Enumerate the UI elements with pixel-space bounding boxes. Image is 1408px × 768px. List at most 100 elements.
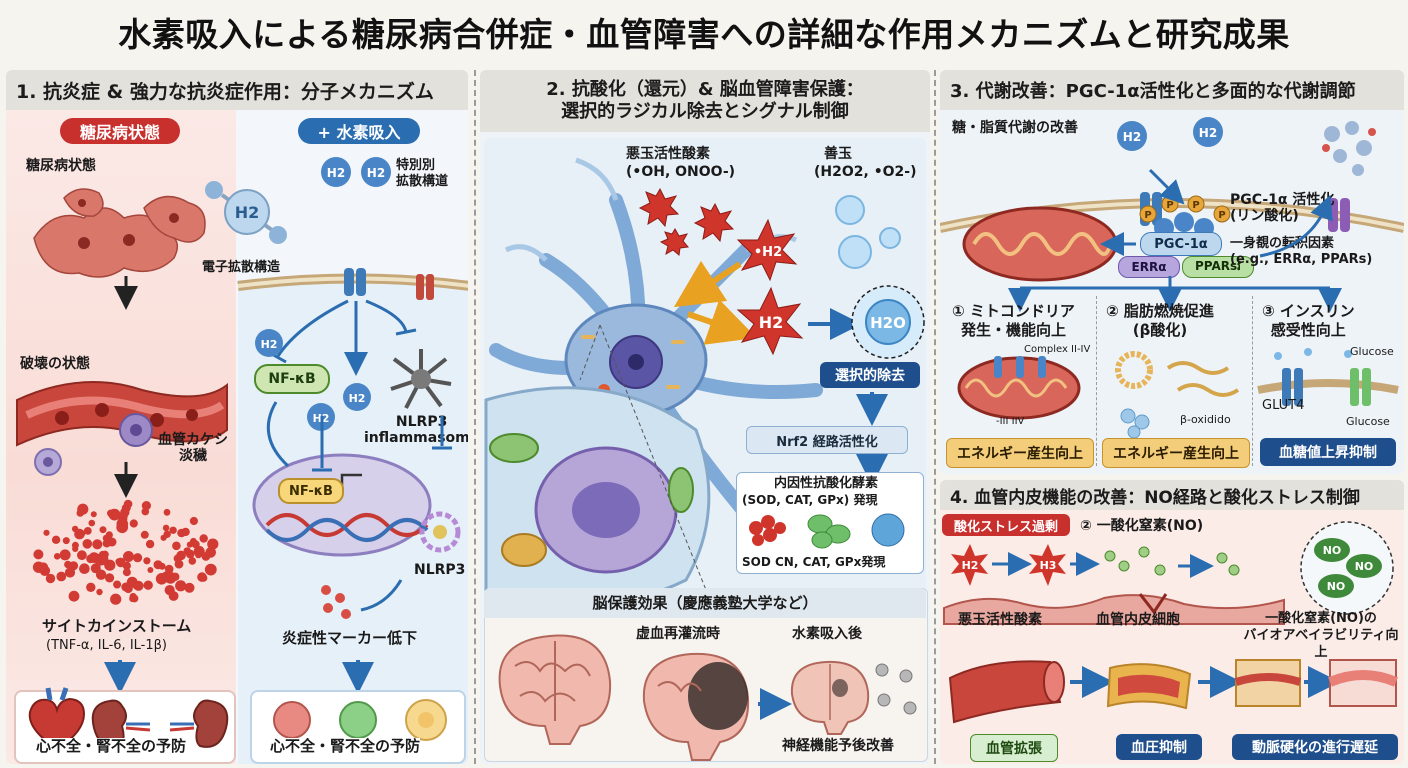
cytokine-dot: [176, 550, 186, 561]
vascular-cachexia-label: 血管カケシ 淡穢: [158, 432, 228, 464]
cytokine-dot: [204, 563, 217, 576]
mito-function-label: ① ミトコンドリア 発生・機能向上: [952, 302, 1075, 339]
cytokine-dot: [105, 573, 115, 583]
h2-molecule-text: H2: [235, 203, 260, 222]
bad-ros-label: 悪玉活性酸素: [626, 146, 710, 162]
immune-cells-icon: [119, 413, 153, 447]
cytokine-dot: [83, 527, 92, 535]
svg-text:P: P: [1166, 200, 1173, 211]
pgc-badge: PGC-1α: [1140, 232, 1222, 256]
panel1-heading: 1. 抗炎症 & 強力な抗炎症作用：分子メカニズム: [6, 70, 468, 110]
cytokine-dot: [163, 508, 171, 516]
h2-star: H2: [736, 286, 804, 356]
svg-text:•H2: •H2: [754, 245, 782, 260]
complex-label: Complex II-IV: [1024, 344, 1091, 355]
cytokine-dot: [78, 530, 86, 537]
brain-ischemia: [642, 652, 750, 761]
no-bubble: NO NO NO: [1300, 521, 1394, 615]
hydrogen-inhalation-badge: + 水素吸入: [298, 118, 420, 144]
cytokine-dot: [200, 574, 208, 582]
electron-diffusion-label: 電子拡散構造: [202, 260, 281, 275]
inflammasome-icon: [390, 349, 452, 409]
glut4-illustration: [1257, 348, 1399, 406]
branch-arrows: [1008, 276, 1342, 312]
fat-burn-illustration: [1115, 351, 1240, 439]
damaged-cells-illustration: [33, 188, 206, 278]
energy-badge-2: エネルギー産生向上: [1102, 438, 1250, 468]
cytokine-dot: [123, 551, 134, 562]
svg-text:H2: H2: [759, 313, 784, 332]
cytokine-dot: [45, 573, 56, 584]
pgc-complex: P P P P: [1139, 195, 1231, 253]
beta-oxidation-label: β-oxidido: [1180, 413, 1231, 426]
glucose-top-label: Glucose: [1350, 345, 1394, 358]
cytokine-list: (TNF-α, IL-6, IL-1β): [46, 638, 167, 653]
brain-heading: 脳保護効果（慶應義塾大学など）: [592, 594, 818, 612]
cytokine-dot: [158, 562, 166, 570]
oxidative-stress-badge: 酸化ストレス過剰: [942, 514, 1070, 536]
nfkb-inhibit-arrows: [266, 401, 452, 472]
nfkb-badge-nucleus: NF-κB: [278, 478, 344, 504]
svg-text:P: P: [1192, 200, 1199, 211]
zoomed-cell-illustration: [484, 386, 711, 609]
nrf2-badge: Nrf2 経路活性化: [746, 426, 908, 454]
cytokine-dot: [175, 580, 187, 592]
panel-metabolic: 3. 代謝改善：PGC-1α活性化と多面的な代謝調節 糖・脂質代謝の改善 H2 …: [940, 70, 1404, 474]
orange-arrows: [673, 260, 757, 345]
svg-text:P: P: [1144, 210, 1151, 221]
nlrp3-label: NLRP3: [414, 562, 466, 578]
glucose-down-badge: 血糖値上昇抑制: [1260, 438, 1396, 466]
cytokine-dot: [169, 526, 177, 534]
dilation-badge: 血管拡張: [970, 734, 1058, 762]
prevention-right: 心不全・腎不全の予防: [270, 737, 421, 755]
brain-after: [790, 660, 870, 735]
athero-badge: 動脈硬化の進行遅延: [1232, 734, 1398, 760]
glucose-bottom-label: Glucose: [1346, 415, 1390, 428]
h2-molecule-icon: H2: [205, 181, 287, 244]
cytokine-dot: [122, 568, 131, 577]
cytokine-dot: [132, 582, 139, 590]
cytokine-dot: [145, 539, 155, 549]
glut4-label: GLUT4: [1262, 398, 1305, 413]
bottom-down-arrows: [104, 660, 374, 694]
cytokine-dot: [174, 559, 184, 569]
bad-ros-stars: [638, 187, 735, 256]
divider-1: [474, 70, 476, 764]
cytokine-dot: [95, 569, 107, 580]
neuro-outcome-label: 神経機能予後改善: [782, 738, 894, 754]
h2-bubble-mid: H2: [343, 383, 371, 411]
marker-dots: [321, 579, 403, 619]
panel2-heading: 2. 抗酸化（還元）& 脳血管障害保護： 選択的ラジカル除去とシグナル制御: [480, 70, 930, 132]
cytokine-dot: [71, 525, 79, 533]
cytokine-dot: [68, 590, 80, 602]
bad-ros-list: (•OH, ONOO-): [626, 164, 736, 180]
cytokine-dot: [62, 537, 70, 545]
cytokine-dot: [199, 534, 208, 543]
left-flow-arrows: [114, 276, 138, 498]
cytokine-dot: [51, 535, 61, 544]
cytokine-dot: [102, 539, 112, 548]
cytokine-dot: [92, 539, 103, 550]
cytokine-dot: [188, 557, 197, 565]
stress-stars: H2 H3: [951, 544, 1100, 586]
cytokine-dot: [184, 582, 195, 593]
brain-normal: [498, 634, 612, 745]
svg-text:H3: H3: [1040, 559, 1057, 572]
fat-burn-label: ② 脂肪燃焼促進 (β酸化): [1106, 302, 1214, 339]
cytokine-dot: [77, 550, 87, 561]
transcription-factor-label: 一身覩の転积因素 (e.g., ERRα, PPARs): [1230, 236, 1373, 267]
cytokine-storm-illustration: [32, 499, 219, 605]
oh-radical-star: •H2: [736, 218, 798, 282]
cytokine-dot: [123, 499, 133, 509]
cytokine-dot: [155, 573, 168, 585]
cytokine-dot: [43, 529, 50, 536]
pgc-activation-label: PGC-1α 活性化 (リン酸化): [1230, 192, 1335, 224]
svg-text:P: P: [1218, 210, 1225, 221]
cytokine-dot: [99, 526, 107, 534]
good-ros-label: 善玉: [824, 146, 852, 162]
page-title: 水素吸入による糖尿病合併症・血管障害への詳細な作用メカニズムと研究成果: [118, 15, 1290, 54]
cytokine-dot: [162, 524, 170, 532]
cytokine-dot: [189, 516, 198, 526]
insulin-label: ③ インスリン 感受性向上: [1262, 302, 1355, 339]
erra-badge: ERRα: [1118, 256, 1180, 278]
